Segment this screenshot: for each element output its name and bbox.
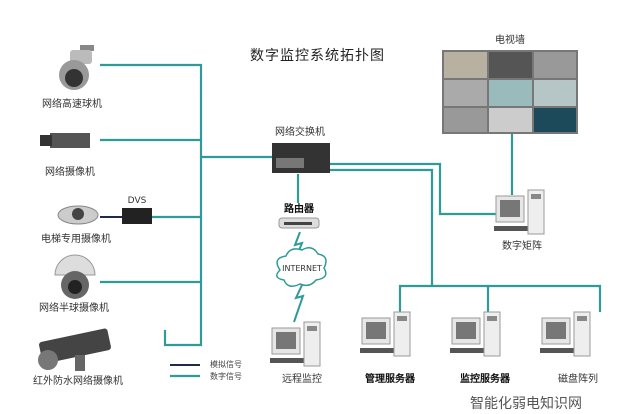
tv-wall-label: 电视墙 (495, 35, 525, 46)
camera-label: 网络半球摄像机 (39, 303, 109, 314)
dvs-device-icon (122, 208, 152, 224)
computers (270, 189, 591, 367)
camera-label: 红外防水网络摄像机 (33, 376, 123, 387)
client-label: 监控服务器 (460, 374, 510, 385)
matrix-label: 数字矩阵 (502, 241, 542, 252)
box-camera-icon (40, 133, 90, 148)
watermark: 智能化弱电知识网 (470, 396, 582, 412)
dvs-label: DVS (127, 196, 147, 206)
legend-analog-label: 模拟信号 (210, 360, 242, 369)
router-label: 路由器 (284, 204, 314, 215)
internet-cloud-icon (276, 247, 327, 287)
camera-label: 网络高速球机 (42, 99, 102, 110)
internet-label: INTERNET (282, 264, 322, 273)
dome-camera-icon (54, 254, 96, 299)
client-label: 磁盘阵列 (558, 374, 598, 385)
switch-servers-link (330, 168, 434, 286)
elevator-camera-icon (57, 205, 99, 225)
wireless-link-icon (293, 284, 305, 323)
switch-matrix-link (330, 162, 500, 216)
router-icon (278, 217, 320, 229)
computer-icon (494, 189, 545, 235)
computer-icon (450, 311, 501, 357)
camera-trunk-line (100, 63, 203, 347)
client-label: 远程监控 (282, 374, 322, 385)
computer-icon (540, 311, 591, 357)
legend-digital-label: 数字信号 (210, 372, 242, 381)
network-switch-icon (272, 143, 330, 173)
computer-icon (360, 311, 411, 357)
camera-label: 网络摄像机 (45, 167, 95, 178)
diagram-title: 数字监控系统拓扑图 (250, 48, 385, 64)
tv-wall-icon (442, 50, 578, 134)
bullet-camera-icon (38, 328, 111, 371)
computer-icon (270, 321, 321, 367)
speed-dome-camera-icon (59, 45, 94, 90)
servers-bus (398, 284, 602, 312)
client-label: 管理服务器 (365, 374, 415, 385)
switch-label: 网络交换机 (275, 127, 325, 138)
camera-label: 电梯专用摄像机 (41, 234, 111, 245)
analog-links (100, 216, 200, 366)
digital-links (100, 63, 602, 378)
